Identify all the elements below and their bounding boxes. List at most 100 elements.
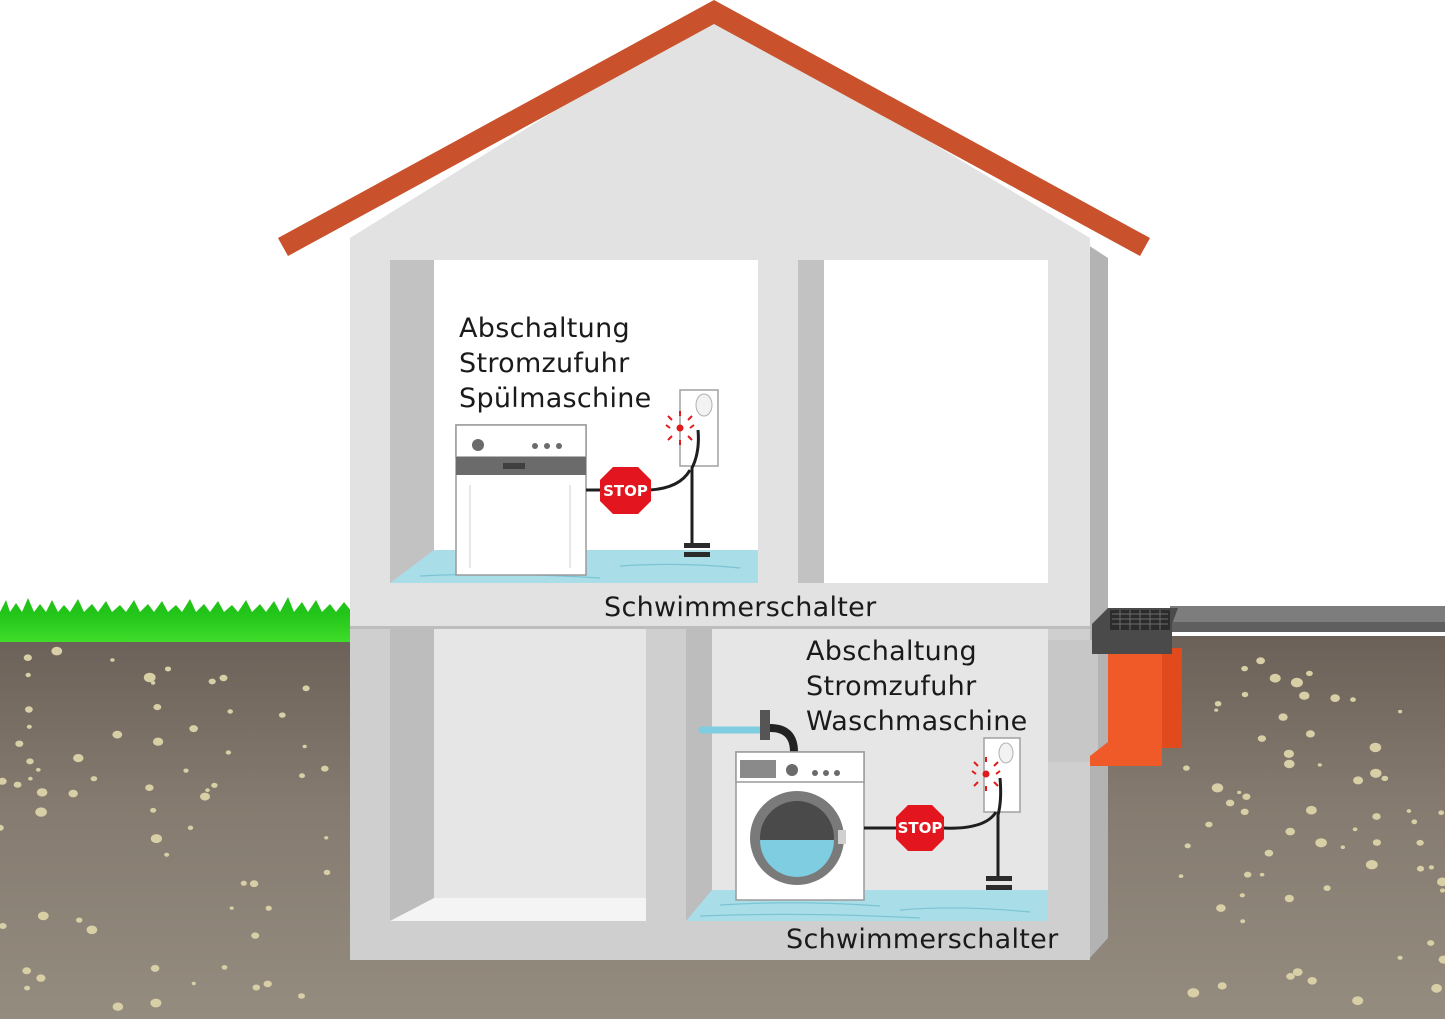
pebble [73,754,84,763]
pebble [265,905,272,911]
pebble [1290,677,1303,688]
pebble [1214,701,1222,707]
drain [1090,608,1182,766]
pebble [15,740,24,747]
pebble [150,681,156,685]
pebble [1431,983,1442,993]
pebble [13,781,22,788]
pebble [145,784,154,791]
pebble [1299,691,1310,700]
pebble [1257,735,1266,742]
pebble [112,1002,124,1011]
pebble [323,869,331,876]
pebble [1225,799,1235,807]
pebble [278,712,286,718]
lower-room-left [390,629,646,921]
pebble [227,709,233,714]
pebble [26,758,34,765]
pebble [25,672,31,678]
pebble [0,824,4,831]
pebble [1437,877,1445,887]
pebble [1317,763,1322,767]
pebble [240,880,247,886]
pebble [1240,919,1246,924]
pebble [1183,765,1190,771]
pebble [1259,872,1265,877]
dishwasher [455,424,587,576]
pebble [23,654,32,661]
pebble [302,685,310,692]
pebble [150,998,162,1008]
lower-socket [971,737,1021,890]
pebble [200,792,210,801]
pebble [37,911,49,921]
pebble [1217,982,1227,990]
grass [0,597,352,642]
pebble [1381,775,1389,782]
pebble [1340,845,1346,849]
stop-sign-upper: STOP [600,467,651,514]
pebble [229,906,234,910]
pebble [36,788,48,797]
soil-pebbles [0,646,1445,1011]
pebble [0,923,7,929]
pebble [143,672,156,683]
pebble [1315,838,1327,848]
pebble [191,981,196,986]
pebble [324,836,329,840]
pebble [1372,813,1381,820]
pebble [263,980,272,988]
pebble [22,967,32,975]
upper-room-right [798,260,1048,583]
pebble [251,932,260,939]
pebble [36,974,46,982]
pebble [1205,821,1213,828]
pebble [150,834,162,844]
pebble [1411,819,1418,825]
pebble [1370,768,1382,778]
pebble [150,964,160,972]
float-switch-label-upper: Schwimmerschalter [604,592,877,623]
pebble [1438,810,1445,815]
pebble [298,993,305,999]
pebble [35,767,41,772]
pebble [1286,973,1295,980]
pebble [1406,809,1412,813]
pebble [1365,860,1378,870]
pebble [1305,730,1315,738]
pebble [1306,670,1313,677]
pebble [249,880,259,888]
pebble [112,730,123,739]
pebble [1398,709,1403,714]
pebble [1264,849,1274,857]
pebble [1278,713,1288,721]
pebble [1438,955,1445,964]
pebble [1241,691,1249,698]
house-side-wall [1088,245,1108,960]
pebble [1369,742,1382,753]
pebble [1184,843,1191,849]
pebble [150,807,157,813]
pebble [1323,885,1331,891]
pebble [1178,874,1184,879]
washing-machine [698,710,865,901]
pebble [1239,893,1245,898]
pebble [1240,808,1249,815]
pebble [1237,790,1242,795]
pebble [90,776,98,782]
pebble [219,674,228,682]
lower-cable [864,811,998,830]
stop-sign-lower: STOP [896,805,944,851]
pebble [1244,871,1252,878]
pebble [1353,776,1364,785]
pebble [1216,904,1226,912]
pebble [1427,940,1435,946]
pebble [1241,665,1248,672]
pebble [1269,673,1281,683]
pebble [86,925,98,935]
pebble [299,773,305,779]
pebble [187,825,194,830]
pebble [164,852,170,857]
pebble [208,678,216,685]
